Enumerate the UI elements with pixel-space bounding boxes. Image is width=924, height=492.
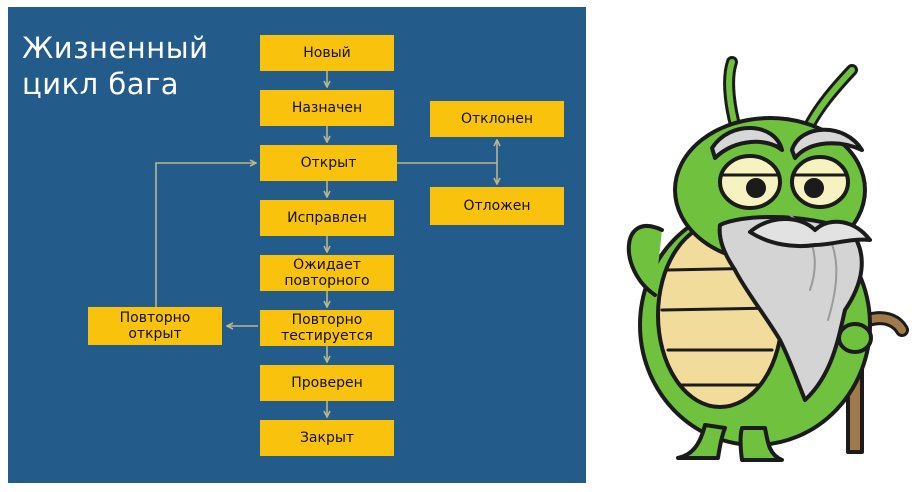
title-line-1: Жизненный	[22, 31, 209, 65]
node-reopened: Повторно открыт	[88, 307, 222, 345]
node-closed: Закрыт	[260, 420, 394, 456]
node-pending-retest: Ожидает повторного	[260, 255, 394, 291]
old-bug-with-beard-and-cane-icon	[626, 56, 909, 462]
arrow-reopened-open	[155, 163, 255, 307]
node-verified: Проверен	[260, 365, 394, 401]
node-new: Новый	[260, 35, 394, 71]
node-assigned: Назначен	[260, 90, 394, 126]
node-retest: Повторно тестируется	[260, 310, 394, 346]
node-deferred: Отложен	[430, 187, 564, 225]
node-open: Открыт	[260, 145, 397, 181]
title-line-2: цикл бага	[22, 67, 180, 101]
diagram-panel	[8, 7, 586, 483]
node-fixed: Исправлен	[260, 200, 394, 236]
node-rejected: Отклонен	[430, 101, 564, 137]
diagram-title: Жизненный цикл бага	[22, 30, 262, 102]
